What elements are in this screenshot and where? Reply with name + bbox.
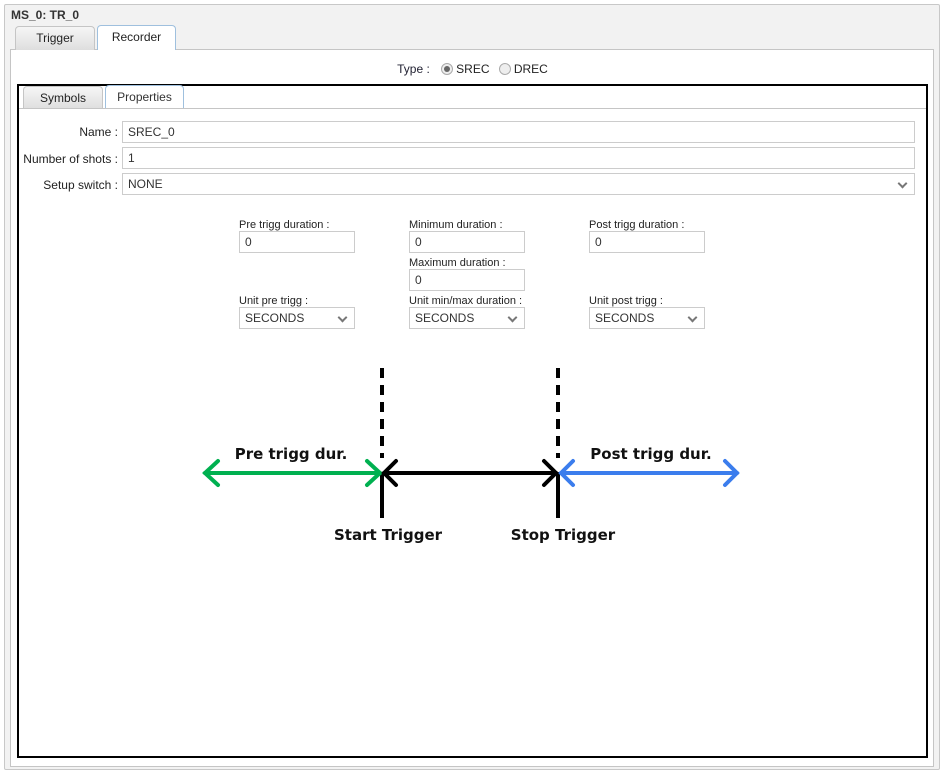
properties-container — [17, 84, 928, 758]
pre-duration-input[interactable]: 0 — [239, 231, 355, 253]
drec-label[interactable]: DREC — [513, 62, 548, 76]
srec-label[interactable]: SREC — [456, 62, 490, 76]
shots-input[interactable]: 1 — [122, 147, 915, 169]
setup-switch-select[interactable]: NONE — [122, 173, 915, 195]
pre-trigg-arrow — [202, 459, 383, 487]
tab-properties[interactable]: Properties — [105, 85, 184, 109]
window-title: MS_0: TR_0 — [11, 8, 80, 22]
pre-duration-label: Pre trigg duration : — [239, 219, 330, 231]
unit-minmax-select[interactable]: SECONDS — [409, 307, 525, 329]
unit-post-label: Unit post trigg : — [589, 295, 663, 307]
max-duration-input[interactable]: 0 — [409, 269, 525, 291]
min-duration-input[interactable]: 0 — [409, 231, 525, 253]
name-label: Name : — [79, 125, 118, 139]
tab-symbols[interactable]: Symbols — [23, 86, 103, 109]
unit-minmax-label: Unit min/max duration : — [409, 295, 523, 307]
pre-trigg-text: Pre trigg dur. — [235, 445, 348, 463]
radio-drec[interactable] — [498, 63, 511, 75]
start-trigger-text: Start Trigger — [334, 526, 443, 544]
type-label: Type : — [397, 62, 430, 76]
radio-srec[interactable] — [441, 63, 454, 75]
unit-post-select[interactable]: SECONDS — [589, 307, 705, 329]
name-input[interactable]: SREC_0 — [122, 121, 915, 143]
unit-pre-label: Unit pre trigg : — [239, 295, 309, 307]
duration-arrow — [381, 459, 559, 487]
post-duration-label: Post trigg duration : — [589, 219, 685, 231]
tab-recorder[interactable]: Recorder — [97, 25, 176, 50]
min-duration-label: Minimum duration : — [409, 219, 503, 231]
post-duration-input[interactable]: 0 — [589, 231, 705, 253]
tab-trigger[interactable]: Trigger — [15, 26, 95, 50]
shots-label: Number of shots : — [23, 152, 118, 166]
unit-pre-select[interactable]: SECONDS — [239, 307, 355, 329]
setup-label: Setup switch : — [43, 178, 118, 192]
stop-trigger-text: Stop Trigger — [511, 526, 616, 544]
post-trigg-arrow — [558, 459, 740, 487]
type-selector: Type : SREC DREC — [0, 62, 945, 76]
max-duration-label: Maximum duration : — [409, 257, 506, 269]
post-trigg-text: Post trigg dur. — [590, 445, 711, 463]
divider — [19, 108, 926, 109]
